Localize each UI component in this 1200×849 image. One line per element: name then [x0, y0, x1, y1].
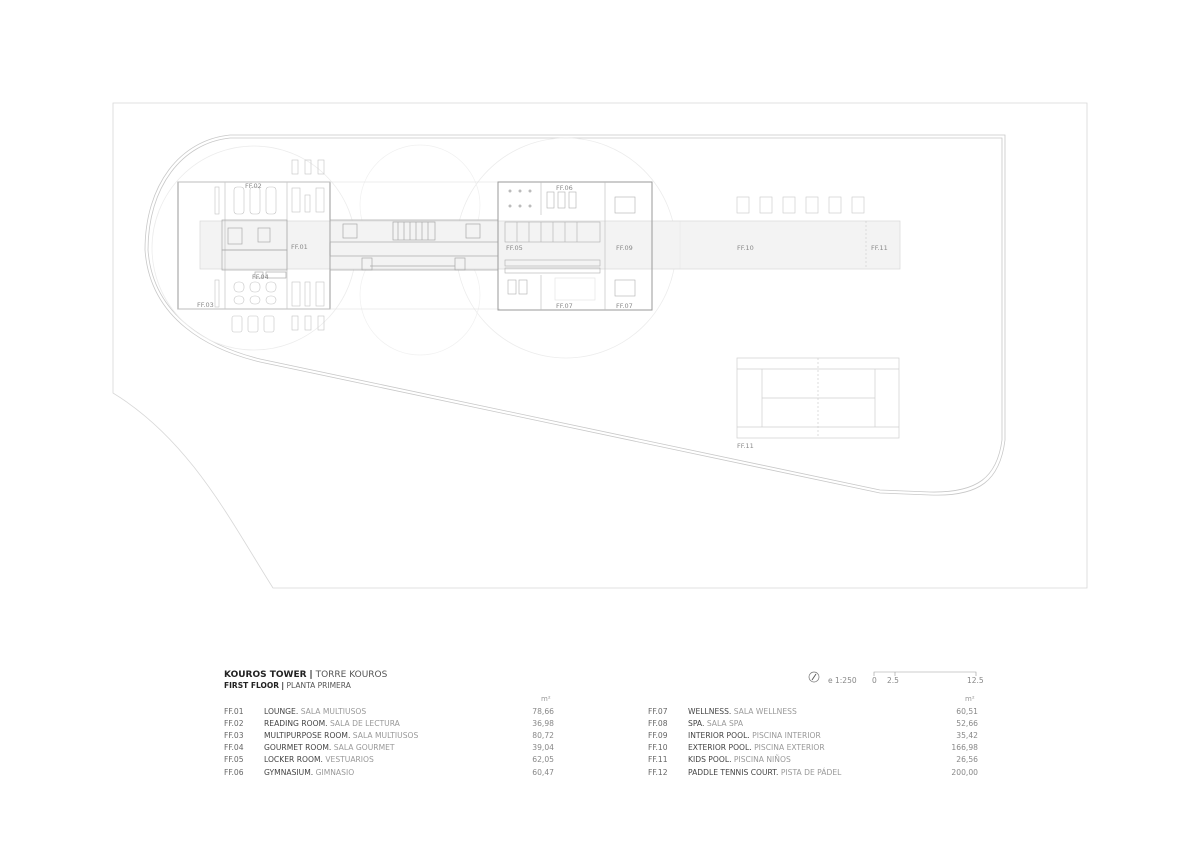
scale-tick-0: 0	[872, 676, 877, 685]
label-ff04: FF.04	[252, 273, 269, 281]
floor-title: FIRST FLOOR | PLANTA PRIMERA	[224, 681, 351, 690]
label-ff10: FF.10	[737, 244, 754, 252]
north-arrow-icon	[808, 671, 820, 683]
unit-right: m²	[965, 695, 975, 703]
scale-tick-12-5: 12.5	[967, 676, 984, 685]
gym-equipment-icons	[508, 189, 532, 208]
label-ff11: FF.11	[871, 244, 888, 252]
label-ff09: FF.09	[616, 244, 633, 252]
deck-outline	[144, 134, 1006, 496]
building-right	[497, 181, 653, 311]
title-block: KOUROS TOWER | TORRE KOUROS FIRST FLOOR …	[224, 669, 387, 691]
unit-left: m²	[541, 695, 551, 703]
label-ff05: FF.05	[506, 244, 523, 252]
label-ff07b: FF.07	[616, 302, 633, 310]
furniture-left	[214, 159, 325, 333]
pool-strip	[199, 220, 901, 270]
scale-label: e 1:250	[828, 676, 857, 685]
paddle-court	[736, 357, 900, 439]
label-ff06: FF.06	[556, 184, 573, 192]
label-ff07a: FF.07	[556, 302, 573, 310]
label-ff01: FF.01	[291, 243, 308, 251]
site-boundary	[112, 102, 1088, 589]
scale-tick-2-5: 2.5	[887, 676, 899, 685]
scale-bar	[873, 671, 977, 676]
project-title: KOUROS TOWER | TORRE KOUROS	[224, 670, 388, 680]
label-ff03: FF.03	[197, 301, 214, 309]
building-left	[177, 181, 500, 310]
sun-loungers	[736, 196, 865, 214]
label-court: FF.11	[737, 442, 754, 450]
label-ff02: FF.02	[245, 182, 262, 190]
